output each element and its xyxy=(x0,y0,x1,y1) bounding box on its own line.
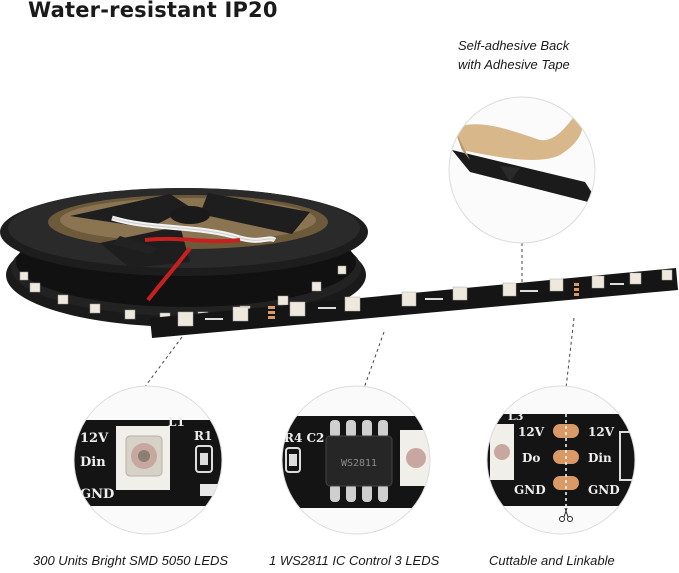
cut-detail-circle: L3 12V Do GND 12V Din GND xyxy=(486,385,636,535)
pcb-label-r4c2: R4 C2 xyxy=(284,431,324,445)
led-detail-circle: 12V Din GND L1 R1 xyxy=(73,385,223,535)
ic-chip-label: WS2811 xyxy=(341,458,377,469)
pcb-label-l1: L1 xyxy=(168,415,185,429)
led-strip-tail xyxy=(150,268,678,338)
caption-ic: 1 WS2811 IC Control 3 LEDS xyxy=(269,553,440,568)
led-strip-reel xyxy=(0,188,368,327)
pcb-label-din: Din xyxy=(80,455,106,470)
pcb-label-gnd: GND xyxy=(80,487,114,502)
adhesive-callout: Self-adhesive Back with Adhesive Tape xyxy=(458,36,628,74)
adhesive-detail-circle xyxy=(448,96,596,244)
scissors-icon xyxy=(559,507,573,522)
pcb-label-l3: L3 xyxy=(508,410,523,423)
cut-label-gnd-left: GND xyxy=(514,483,546,497)
pcb-label-12v: 12V xyxy=(80,431,109,446)
cut-label-din: Din xyxy=(588,451,612,465)
page-title: Water-resistant IP20 xyxy=(28,0,278,22)
ic-detail-circle: WS2811 R4 C2 xyxy=(281,385,431,535)
adhesive-callout-line1: Self-adhesive Back xyxy=(458,38,570,53)
pcb-label-r1: R1 xyxy=(194,429,212,443)
pointer-lines xyxy=(143,243,575,389)
cut-label-do: Do xyxy=(522,451,540,465)
adhesive-callout-line2: with Adhesive Tape xyxy=(458,57,570,72)
cut-label-12v-right: 12V xyxy=(588,425,615,439)
caption-leds: 300 Units Bright SMD 5050 LEDS xyxy=(33,553,229,568)
cut-label-gnd-right: GND xyxy=(588,483,620,497)
caption-cut: Cuttable and Linkable xyxy=(489,553,615,568)
cut-label-12v-left: 12V xyxy=(518,425,545,439)
